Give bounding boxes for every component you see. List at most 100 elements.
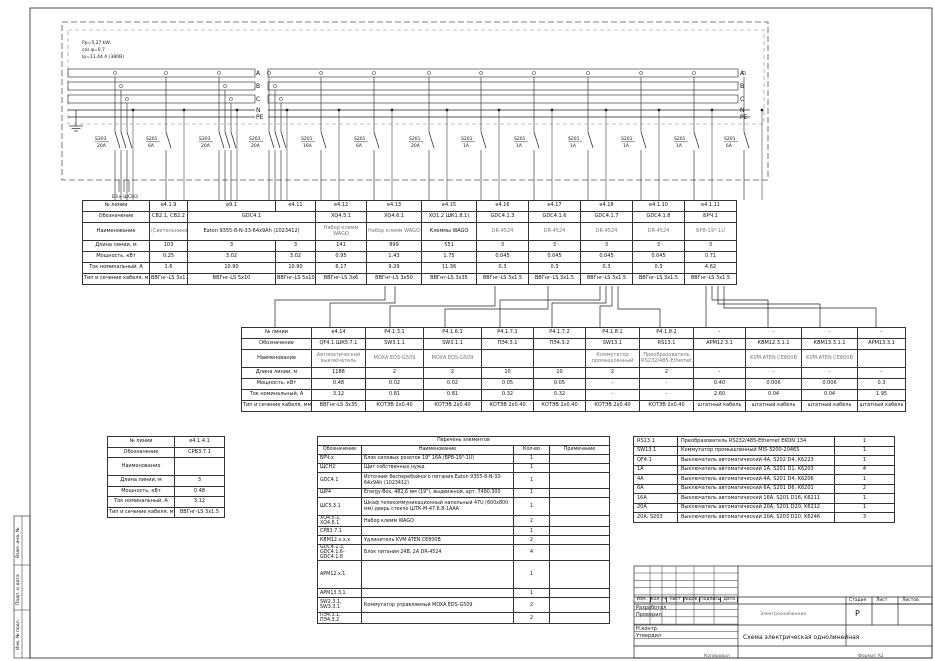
breaker-name: S201 — [146, 136, 158, 142]
table-cell: 0.045 — [580, 251, 633, 263]
table-cell: 4.62 — [684, 262, 737, 274]
table-cell: GDC4.1.7 — [580, 211, 633, 223]
table-cell: е4.17 — [528, 200, 581, 212]
table-cell: КОТЭВ 2х0.40 — [585, 400, 640, 412]
table-cell: АРМ12.3.1 — [693, 338, 746, 350]
list-designation: СРВ3.7.1 — [317, 526, 362, 537]
bus-label: C — [256, 96, 260, 103]
spec-qty: 1 — [834, 445, 895, 456]
table-cell: (Светильники) — [149, 222, 188, 241]
table-cell: - — [693, 327, 746, 339]
breaker-name: S203 — [249, 136, 261, 142]
table-cell: - — [745, 367, 802, 379]
table-cell: 0.48 — [311, 378, 366, 390]
table-cell: 1.43 — [366, 251, 422, 263]
table-cell: 0.25 — [149, 251, 188, 263]
ground-icon — [69, 119, 83, 132]
list-designation: GDC4.1 — [317, 472, 362, 489]
table-cell: 0.3 — [632, 262, 685, 274]
table-cell: КВМ12.3.1.1 — [745, 338, 802, 350]
table-cell: 2 — [585, 367, 640, 379]
table-cell — [481, 349, 534, 368]
stamp-header: Кол.уч — [650, 597, 668, 602]
gdc-merged-cell: GDC4.1 — [187, 211, 316, 223]
list-note — [549, 497, 610, 516]
table-cell: MOXA EDS-G509 — [423, 349, 482, 368]
breaker-rating: 6A — [356, 143, 363, 149]
table-cell: 2 — [639, 367, 694, 379]
table-cell — [533, 349, 586, 368]
row-label: Обозначение — [241, 338, 312, 350]
table-cell: GDC4.1.6 — [528, 211, 581, 223]
table-cell: DR-4524 — [580, 222, 633, 241]
table-cell: 2.60 — [693, 389, 746, 401]
table-cell: 0.045 — [528, 251, 581, 263]
table-cell: Набор клемм WAGO — [366, 222, 422, 241]
table-cell: АРМ13.3.1 — [857, 338, 906, 350]
row-label: Тип и сечение кабеля, мм2 — [107, 506, 175, 518]
table-cell: 3.12 — [174, 496, 225, 508]
table-cell: 0.95 — [315, 251, 367, 263]
stamp-sheet-type: Электроснабжение — [760, 612, 807, 617]
row-label: Тип и сечение кабеля, мм2 — [241, 400, 312, 412]
stamp-format: Формат А2 — [858, 654, 884, 659]
stamp-stage: Р — [855, 609, 860, 618]
table-cell: 0.3 — [580, 262, 633, 274]
table-cell: 0.3 — [476, 262, 529, 274]
spec-qty: 1 — [834, 502, 895, 513]
table-cell: БРЧ.1 — [684, 211, 737, 223]
table-cell: 3 — [275, 240, 316, 252]
spec-designation: 6А — [633, 483, 678, 494]
bus-label: N — [740, 107, 745, 114]
table-cell: Р4.1.7.1 — [481, 327, 534, 339]
stamp-grid — [634, 566, 738, 647]
bus-label: B — [740, 83, 744, 90]
table-cell: - — [801, 327, 858, 339]
spec-designation: 1А — [633, 464, 678, 475]
spec-designation: 16А — [633, 493, 678, 504]
table-row: Наименование — [107, 457, 225, 476]
spec-name: Выключатель автоматический 20А, S201 D20… — [677, 502, 835, 513]
spec-name: Выключатель автоматический 6А, S201 D6, … — [677, 483, 835, 494]
table-cell: ВВГнг-LS 3х6 — [315, 273, 367, 285]
breaker-name: S201 — [301, 136, 313, 142]
row-label: № линии — [82, 200, 150, 212]
table-cell: 141 — [315, 240, 367, 252]
table-cell: 551 — [421, 240, 477, 252]
stamp-header: №док. — [684, 597, 701, 602]
table-cell: - — [585, 389, 640, 401]
table-cell: RS13.1 — [639, 338, 694, 350]
cable-link — [389, 286, 496, 327]
table-cell: ВВГнг-LS 3х1.5 — [174, 506, 225, 518]
table-cell: БР8-19"-1U — [684, 222, 737, 241]
list-qty: 2 — [513, 612, 550, 625]
spec-qty: 1 — [834, 474, 895, 485]
table-cell: е4.1.9 — [149, 200, 188, 212]
table-cell: 10 — [481, 367, 534, 379]
table-cell: GDC4.1.8 — [632, 211, 685, 223]
side-label-sign: Подп. и дата — [15, 574, 21, 605]
breaker-name: S201 — [674, 136, 686, 142]
